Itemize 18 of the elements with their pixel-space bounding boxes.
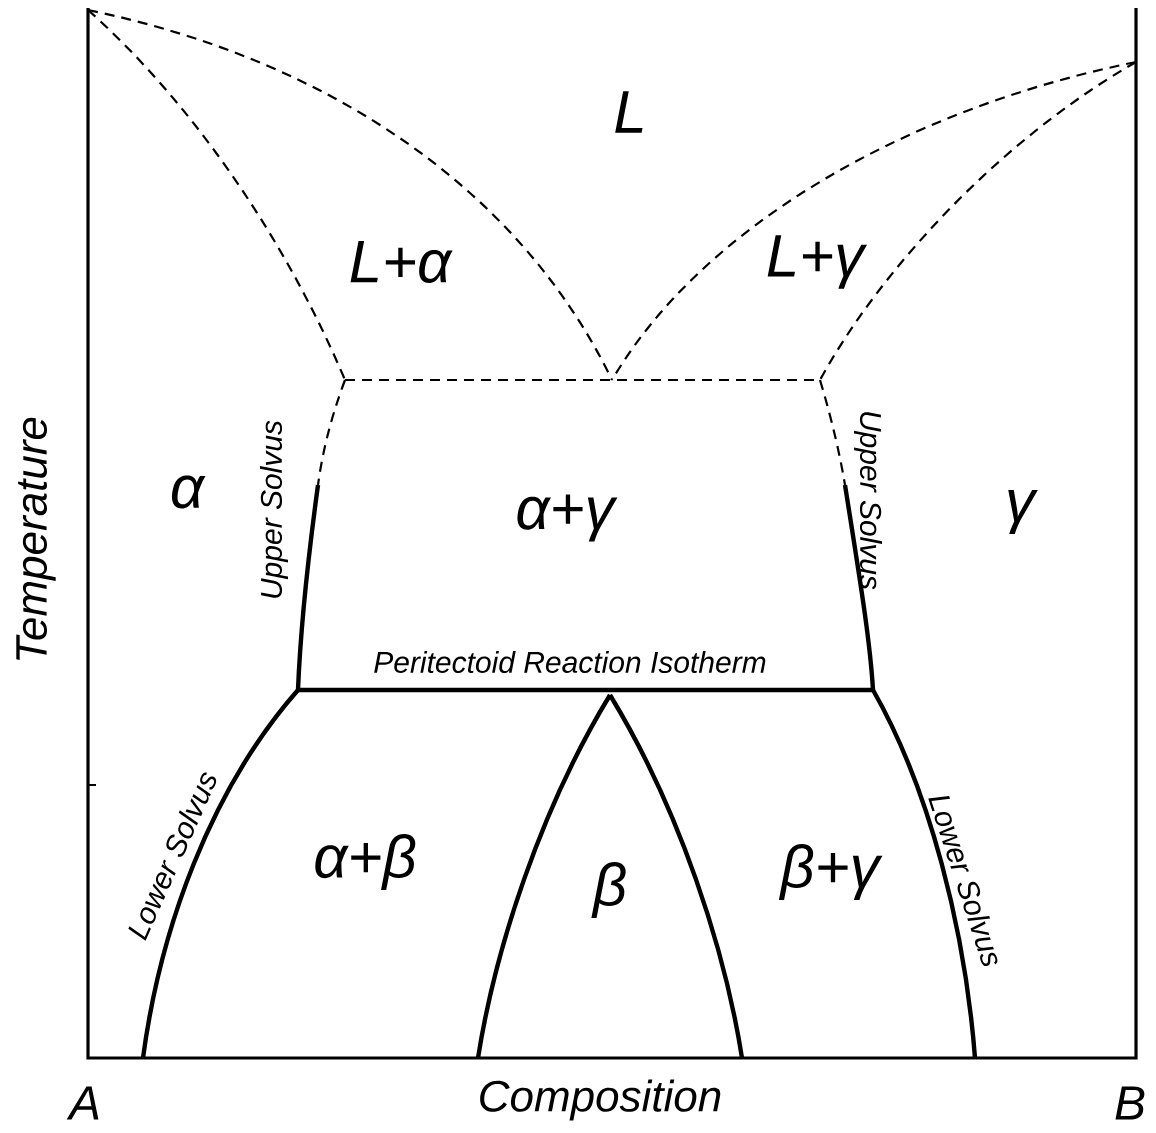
phase-region-label: α	[171, 475, 206, 509]
curve-label: Upper Solvus	[854, 412, 882, 590]
curve-label: Peritectoid Reaction Isotherm	[374, 650, 766, 673]
phase-region-label: γ	[1008, 489, 1038, 535]
axis-end-label: B	[1115, 1086, 1145, 1120]
curve-label: Lower Solvus	[928, 796, 998, 967]
axis-title: Composition	[480, 1079, 721, 1121]
curve-label: Upper Solvus	[260, 420, 288, 598]
phase-region-label: α+β	[315, 834, 416, 890]
axis-title: Temperature	[16, 417, 56, 660]
phase-region-label: L+γ	[767, 235, 868, 289]
phase-region-label: β+γ	[778, 844, 883, 900]
axis-end-label: A	[66, 1086, 99, 1120]
phase-region-label: L	[615, 91, 643, 133]
phase-region-label: β	[591, 862, 626, 918]
phase-region-label: α+γ	[517, 494, 618, 542]
curve-label: Lower Solvus	[128, 772, 217, 941]
phase-region-label: L+α	[350, 241, 453, 283]
